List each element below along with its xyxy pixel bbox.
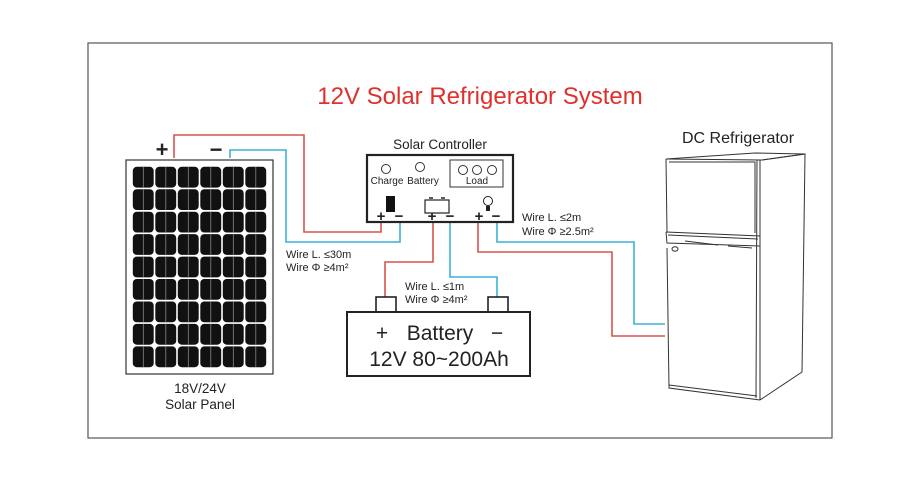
light-bulb-icon xyxy=(483,196,493,211)
panel-voltage: 18V/24V xyxy=(174,381,226,396)
solar-panel: + − 18V/24V Solar Panel xyxy=(125,137,274,412)
fridge-wire-length: Wire L. ≤2m xyxy=(522,212,581,224)
load-label: Load xyxy=(466,176,488,187)
panel-cells xyxy=(132,166,267,368)
load-terminal-plus: + xyxy=(475,208,484,225)
load-terminal-minus: − xyxy=(492,208,501,225)
panel-plus-sign: + xyxy=(156,137,169,162)
panel-label: Solar Panel xyxy=(165,397,235,412)
battery-indicator-label: Battery xyxy=(407,176,439,187)
solar-controller: Solar Controller Charge Battery Load + −… xyxy=(365,137,515,225)
battery-spec: 12V 80~200Ah xyxy=(369,348,509,371)
wires xyxy=(173,134,665,337)
dc-refrigerator: DC Refrigerator xyxy=(665,130,806,401)
battery-wire-length: Wire L. ≤1m xyxy=(405,281,464,293)
battery-negative-post xyxy=(487,296,509,313)
battery-plus-sign: + xyxy=(376,322,388,345)
refrigerator-label: DC Refrigerator xyxy=(682,130,795,147)
load-panel xyxy=(449,159,504,188)
wire-battery-negative xyxy=(449,222,498,298)
fridge-wire-diameter: Wire Φ ≥2.5m² xyxy=(522,226,594,238)
diagram-title: 12V Solar Refrigerator System xyxy=(317,83,642,110)
solar-terminal-plus: + xyxy=(377,208,386,225)
battery-icon xyxy=(424,197,450,214)
wire-load-positive xyxy=(477,222,665,337)
load-led-2-icon xyxy=(472,165,482,175)
wire-panel-negative xyxy=(229,149,401,243)
wire-load-negative xyxy=(496,222,665,325)
controller-title: Solar Controller xyxy=(393,137,487,152)
battery: + Battery − 12V 80~200Ah xyxy=(346,296,531,377)
load-led-3-icon xyxy=(487,165,497,175)
battery-body xyxy=(346,311,531,377)
panel-wire-length: Wire L. ≤30m xyxy=(286,249,351,261)
solar-panel-icon xyxy=(386,196,395,212)
wire-panel-positive xyxy=(173,134,382,233)
diagram-frame xyxy=(87,42,833,439)
battery-minus-sign: − xyxy=(491,322,503,345)
wire-battery-positive xyxy=(384,222,434,298)
battery-terminal-plus: + xyxy=(428,208,437,225)
load-led-1-icon xyxy=(458,165,468,175)
panel-minus-sign: − xyxy=(210,137,223,162)
charge-indicator-label: Charge xyxy=(371,176,404,187)
battery-label: Battery xyxy=(407,322,474,345)
battery-positive-post xyxy=(375,296,397,313)
charge-led-icon xyxy=(381,164,391,174)
panel-wire-diameter: Wire Φ ≥4m² xyxy=(286,262,349,274)
battery-wire-diameter: Wire Φ ≥4m² xyxy=(405,294,468,306)
solar-terminal-minus: − xyxy=(395,208,404,225)
battery-terminal-minus: − xyxy=(446,208,455,225)
battery-led-icon xyxy=(415,162,425,172)
